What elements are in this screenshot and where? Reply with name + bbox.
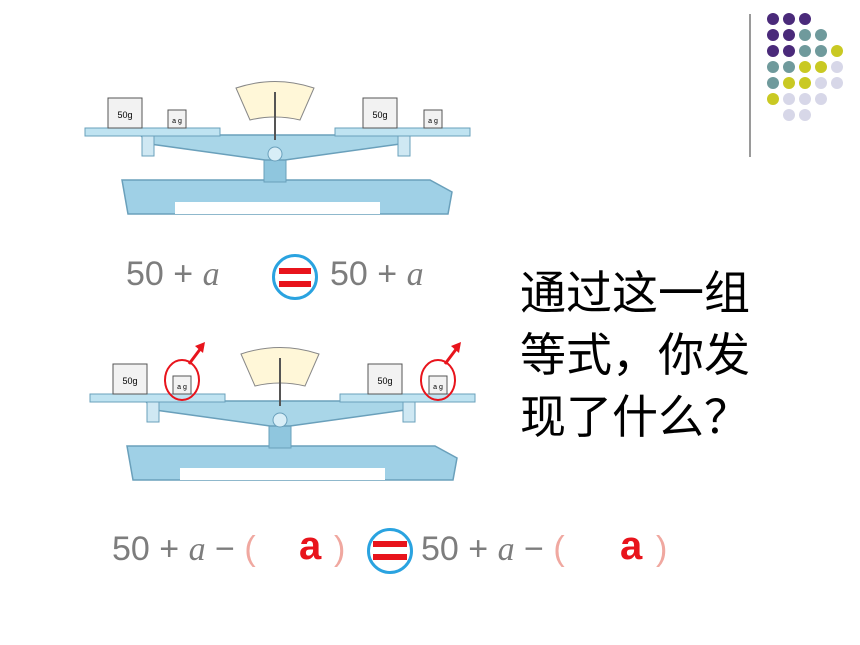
equation2-right-minus: − [514, 530, 554, 568]
decorative-dot [799, 29, 811, 41]
decorative-dot [831, 45, 843, 57]
decorative-dot [799, 61, 811, 73]
bottom-left-weight-label: 50g [122, 376, 137, 386]
decorative-dot [767, 61, 779, 73]
equal-sign-bar-top-2 [373, 541, 407, 547]
balance-scale-top: 50g a g 50g a g [84, 81, 471, 215]
bottom-left-small-label: a g [177, 384, 187, 391]
equation1-right-number: 50 + [330, 255, 407, 293]
equation2-right-open-paren: ( [553, 530, 565, 568]
equation2-left-answer: a [299, 524, 322, 568]
equation2-right-close-paren: ) [656, 530, 668, 568]
top-right-small-label: a g [428, 118, 438, 125]
decorative-dot [831, 77, 843, 89]
equal-sign-bar-bottom-2 [373, 554, 407, 560]
decorative-dot [799, 13, 811, 25]
decorative-dot [799, 77, 811, 89]
decorative-dot [783, 109, 795, 121]
decorative-dot [767, 45, 779, 57]
equation1-right-var: a [406, 256, 424, 293]
bottom-right-weight-label: 50g [377, 376, 392, 386]
equal-sign-bar-bottom-1 [279, 281, 311, 287]
equation2-left-close-paren: ) [334, 530, 346, 568]
decorative-dot [815, 77, 827, 89]
decorative-dot [767, 13, 779, 25]
top-left-small-label: a g [172, 118, 182, 125]
decorative-dot [815, 93, 827, 105]
decorative-dot [799, 45, 811, 57]
equation2-left-open-paren: ( [244, 530, 256, 568]
question-line-3: 现了什么？ [520, 390, 750, 444]
equation2-right: 50 + a − ( [421, 530, 565, 569]
question-text: 通过这一组 等式，你发 现了什么？ [520, 262, 790, 448]
equation1-right: 50 + a [330, 255, 424, 294]
balance-scale-bottom: 50g a g 50g a g [89, 342, 476, 481]
equation1-left: 50 + a [126, 255, 220, 294]
decorative-dot-grid [767, 13, 843, 121]
decorative-dot [783, 29, 795, 41]
decorative-dot [815, 61, 827, 73]
equation2-left-number: 50 + [112, 530, 189, 568]
decorative-dot [815, 45, 827, 57]
decorative-dot [783, 13, 795, 25]
bottom-right-small-label: a g [433, 384, 443, 391]
equation2-left-var: a [188, 531, 206, 568]
equation2-right-number: 50 + [421, 530, 498, 568]
decorative-dot [799, 109, 811, 121]
decorative-dot [783, 45, 795, 57]
decorative-dot [783, 93, 795, 105]
equal-sign-bar-top-1 [279, 268, 311, 274]
decorative-dot [799, 93, 811, 105]
equation1-left-number: 50 + [126, 255, 203, 293]
decorative-dot [783, 61, 795, 73]
decorative-dot [767, 93, 779, 105]
equation2-right-var: a [497, 531, 515, 568]
equal-sign-circle-2 [367, 528, 413, 574]
decorative-dot [783, 77, 795, 89]
equation2-right-answer: a [620, 524, 643, 568]
top-left-weight-label: 50g [117, 110, 132, 120]
decorative-dot [767, 77, 779, 89]
decorative-dot [831, 61, 843, 73]
equal-sign-circle-1 [272, 254, 318, 300]
decorative-dot [815, 29, 827, 41]
equation1-left-var: a [202, 256, 220, 293]
decorative-vertical-line [749, 14, 751, 157]
decorative-dot [767, 29, 779, 41]
question-line-2: 等式，你发 [520, 328, 750, 382]
top-right-weight-label: 50g [372, 110, 387, 120]
question-line-1: 通过这一组 [520, 266, 750, 320]
equation2-left: 50 + a − ( [112, 530, 256, 569]
equation2-left-minus: − [205, 530, 245, 568]
